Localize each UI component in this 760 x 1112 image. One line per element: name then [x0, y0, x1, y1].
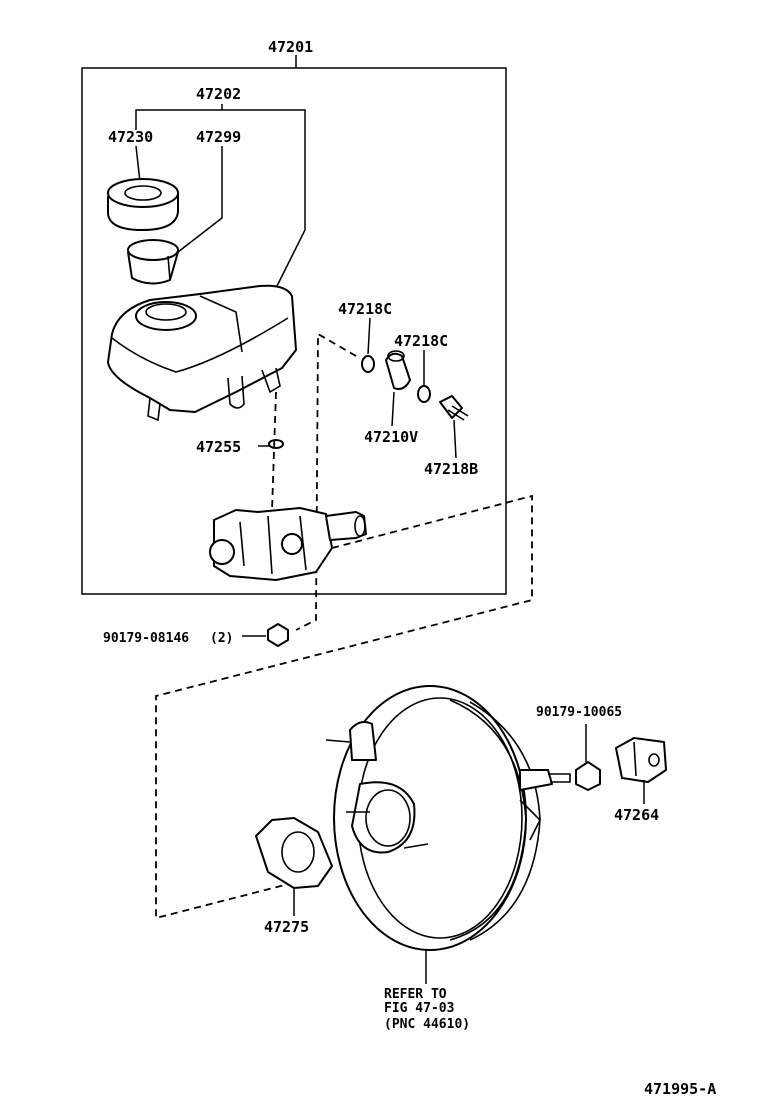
leader-47230 — [135, 145, 141, 183]
leader-47202 — [135, 109, 306, 289]
union-bolt-part — [439, 395, 469, 421]
refer-line-2: FIG 47-03 — [384, 1001, 454, 1016]
label-47201: 47201 — [268, 38, 313, 56]
label-47218b: 47218B — [424, 460, 478, 478]
gasket-a-part — [361, 355, 375, 373]
label-47255: 47255 — [196, 438, 241, 456]
leader-47218b — [453, 419, 457, 459]
refer-line-1: REFER TO — [384, 987, 447, 1002]
reservoir-part — [107, 284, 297, 422]
label-90179-10065: 90179-10065 — [536, 705, 622, 720]
grommet-part — [268, 439, 284, 449]
label-47275: 47275 — [264, 918, 309, 936]
label-90179-08146-qty: (2) — [210, 631, 233, 646]
nut-large-part — [575, 761, 601, 791]
nut-small-part — [267, 623, 289, 647]
figure-id: 471995-A — [644, 1080, 716, 1098]
master-cylinder-part — [209, 507, 367, 581]
label-90179-08146: 90179-08146 — [103, 631, 189, 646]
leader-47210v — [391, 391, 395, 427]
dash-union-assembly — [295, 332, 357, 631]
gasket-b-part — [417, 385, 431, 403]
leader-47299 — [177, 146, 223, 253]
strainer-part — [127, 239, 179, 285]
label-47218c-a: 47218C — [338, 300, 392, 318]
label-47299: 47299 — [196, 128, 241, 146]
refer-line-3: (PNC 44610) — [384, 1017, 470, 1032]
label-47210v: 47210V — [364, 428, 418, 446]
clevis-part — [615, 737, 667, 783]
label-47264: 47264 — [614, 806, 659, 824]
reservoir-cap-part — [107, 178, 179, 231]
dash-grommet-cyl — [271, 391, 277, 511]
assembly-frame — [81, 67, 507, 595]
label-47218c-b: 47218C — [394, 332, 448, 350]
label-47202: 47202 — [196, 85, 241, 103]
brake-booster-part — [325, 685, 571, 951]
dash-cylinder-booster — [155, 494, 533, 920]
leader-47218c-a — [367, 317, 371, 355]
label-47230: 47230 — [108, 128, 153, 146]
booster-gasket-part — [255, 817, 333, 889]
union-part — [385, 350, 411, 390]
